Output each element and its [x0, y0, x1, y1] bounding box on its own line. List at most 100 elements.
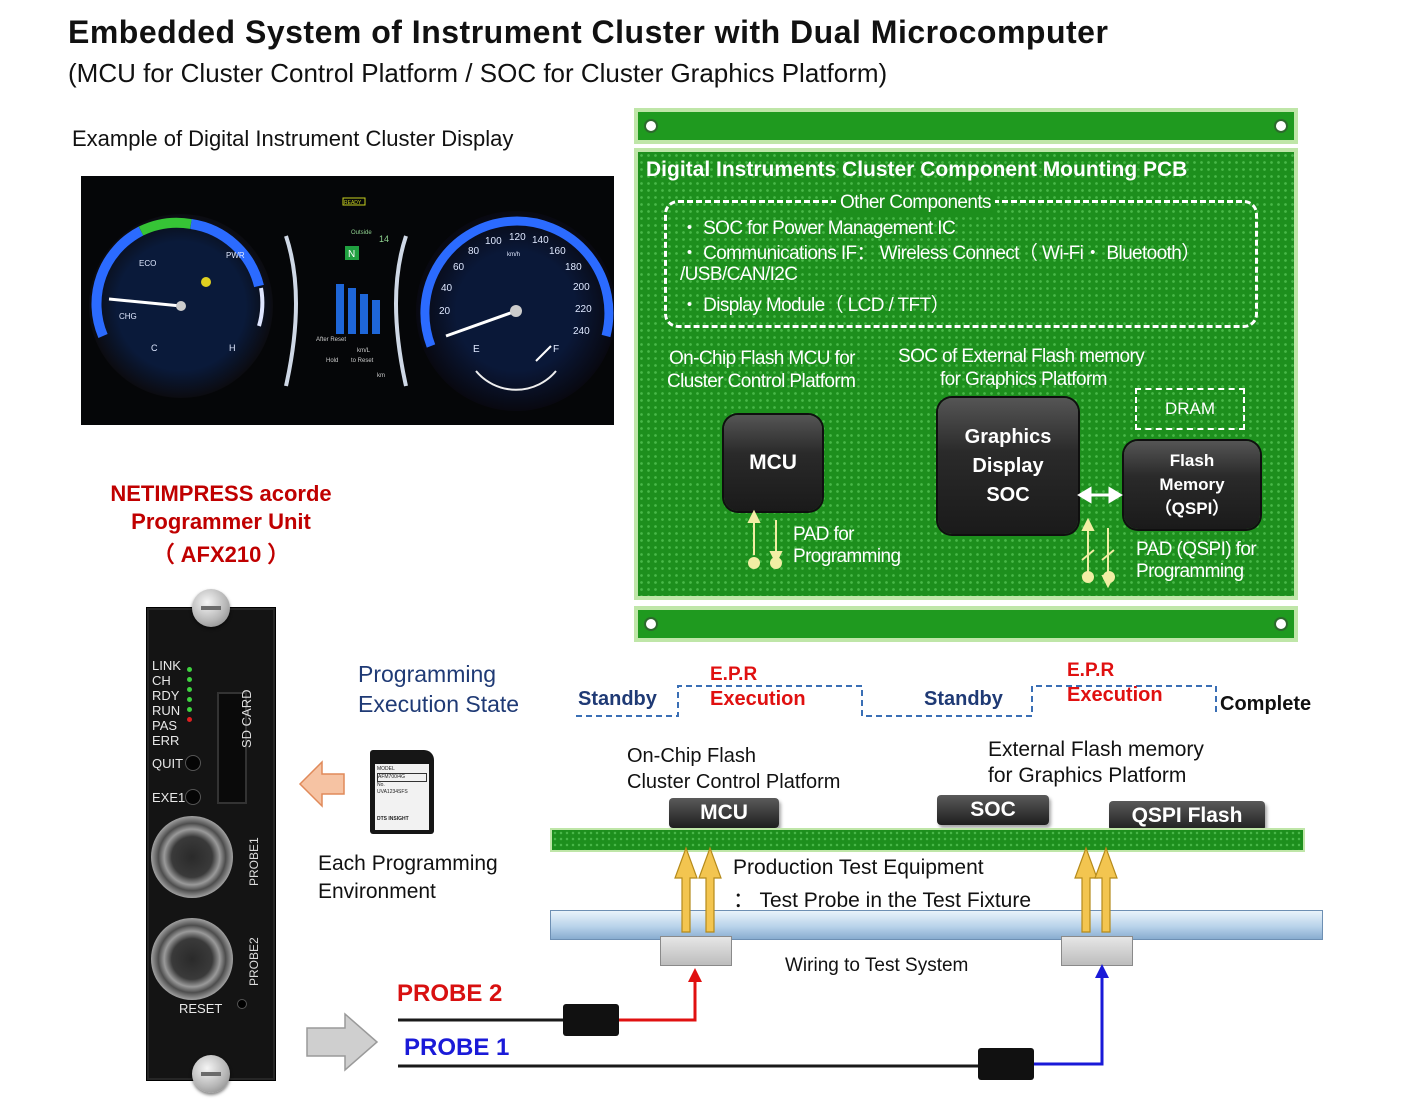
state-complete: Complete: [1220, 693, 1312, 715]
qspi-programming-pad: [1103, 571, 1115, 583]
led-label-err: ERR: [152, 733, 180, 748]
dram-box: DRAM: [1135, 388, 1245, 430]
env-label-1: Each Programming: [318, 852, 498, 875]
sd-card-slot: [217, 692, 247, 804]
test-soc-label-1: External Flash memory: [988, 738, 1204, 761]
mcu-caption-1: On-Chip Flash MCU for: [669, 348, 855, 369]
test-mcu-label-1: On-Chip Flash: [627, 745, 756, 767]
programmer-title-2: Programmer Unit: [131, 509, 311, 534]
mount-hole: [1274, 617, 1288, 631]
speed-tick-140: 140: [532, 235, 549, 246]
test-fixture-plate: [550, 910, 1323, 940]
status-leds: [187, 662, 192, 727]
cluster-ready-label: READY: [344, 200, 362, 206]
cluster-chg-label: CHG: [119, 312, 137, 321]
test-mcu-label-2: Cluster Control Platform: [627, 771, 841, 793]
state-label-1: Programming: [358, 661, 497, 687]
page-subtitle: (MCU for Cluster Control Platform / SOC …: [68, 58, 888, 88]
sd-serial: UVA1234SFS: [377, 789, 408, 795]
other-components-label: Other Components: [836, 192, 995, 214]
exe1-button[interactable]: [185, 789, 201, 805]
probe1-connector[interactable]: [151, 816, 233, 898]
other-line-2: ・ Communications IF： Wireless Connect（ W…: [680, 243, 1200, 264]
sd-card: MODEL AFM700/4G No. UVA1234SFS DTS INSIG…: [370, 750, 434, 834]
other-line-1: ・ SOC for Power Management IC: [680, 218, 956, 239]
speed-tick-200: 200: [573, 282, 590, 293]
flash-line-2: Memory: [1159, 475, 1225, 494]
programming-pad: [748, 557, 760, 569]
sd-no-label: No.: [377, 782, 385, 788]
programmer-unit: LINK CH RDY RUN PAS ERR SD CARD QUIT EXE…: [146, 589, 276, 1093]
led-label-ch: CH: [152, 673, 171, 688]
test-probe-arrows: [674, 846, 1118, 933]
insert-arrow: [298, 760, 345, 808]
equipment-label-2: ： Test Probe in the Test Fixture: [733, 889, 1032, 912]
thumb-screw-bottom: [192, 1055, 230, 1093]
status-led-link: [187, 667, 192, 672]
cluster-h-label: H: [229, 343, 236, 353]
gds-line-2: Display: [972, 454, 1044, 477]
cluster-gear-label: N: [348, 249, 355, 260]
state-label-2: Execution State: [358, 691, 520, 717]
probe2-connector[interactable]: [151, 918, 233, 1000]
qspi-programming-pad: [1082, 571, 1094, 583]
pcb-mcu-chip-label: MCU: [749, 451, 797, 474]
led-label-link: LINK: [152, 658, 181, 673]
other-line-4: ・ Display Module（ LCD / TFT）: [680, 295, 950, 316]
sd-model-value: AFM700/4G: [377, 773, 427, 782]
test-soc-chip: SOC: [937, 795, 1049, 825]
speed-tick-20: 20: [439, 306, 451, 317]
pcb-title: Digital Instruments Cluster Component Mo…: [646, 158, 1188, 181]
equipment-label-1: Production Test Equipment: [733, 856, 984, 879]
pad-mcu-caption-2: Programming: [793, 546, 901, 567]
sd-model-label: MODEL: [377, 766, 395, 772]
speed-unit: km/h: [507, 252, 520, 258]
other-line-3: /USB/CAN/I2C: [680, 264, 798, 285]
mount-hole: [644, 119, 658, 133]
led-labels: LINK CH RDY RUN PAS ERR: [152, 658, 181, 748]
sd-card-sticker: MODEL AFM700/4G No. UVA1234SFS DTS INSIG…: [375, 764, 429, 830]
pcb-graphics-soc-chip: Graphics Display SOC: [938, 398, 1078, 534]
pcb-top-strip: [634, 108, 1298, 144]
state-standby-1: Standby: [578, 688, 657, 710]
gds-line-1: Graphics: [964, 425, 1052, 448]
pad-qspi-caption-2: Programming: [1136, 561, 1244, 582]
cluster-outside-label: Outside: [351, 230, 372, 236]
test-mcu-chip: MCU: [669, 798, 779, 828]
pcb-mcu-chip: MCU: [724, 415, 822, 511]
status-led-ch: [187, 677, 192, 682]
probe1-port-label: PROBE1: [247, 837, 261, 886]
status-led-rdy: [187, 687, 192, 692]
speed-tick-160: 160: [549, 246, 566, 257]
reset-button[interactable]: [237, 999, 247, 1009]
state-standby-2: Standby: [924, 688, 1003, 710]
pad-mcu-caption-1: PAD for: [793, 524, 855, 545]
quit-label: QUIT: [152, 756, 184, 771]
cluster-c-label: C: [151, 343, 158, 353]
reset-label: RESET: [179, 1001, 223, 1016]
cluster-display-image: ECO PWR CHG C H READY Outside 14 N After…: [81, 176, 614, 425]
mount-hole: [644, 617, 658, 631]
state-epr-1: E.P.R: [710, 664, 758, 685]
flash-line-1: Flash: [1169, 451, 1215, 470]
status-led-pas: [187, 707, 192, 712]
quit-button[interactable]: [185, 755, 201, 771]
test-soc-label-2: for Graphics Platform: [988, 764, 1187, 787]
speed-tick-220: 220: [575, 304, 592, 315]
led-label-rdy: RDY: [152, 688, 180, 703]
probe2-label: PROBE 2: [397, 980, 503, 1007]
probe-wiring: [398, 964, 1109, 1080]
state-execution-2: Execution: [1067, 684, 1163, 706]
sd-card-label: SD CARD: [239, 689, 254, 748]
speed-tick-60: 60: [453, 262, 465, 273]
speed-tick-240: 240: [573, 326, 590, 337]
exe1-label: EXE1: [152, 790, 186, 805]
speed-tick-40: 40: [441, 283, 453, 294]
page-title: Embedded System of Instrument Cluster wi…: [68, 14, 1109, 50]
led-label-pas: PAS: [152, 718, 178, 733]
test-qspi-chip: QSPI Flash: [1109, 801, 1265, 831]
status-led-run: [187, 697, 192, 702]
soc-caption-2: for Graphics Platform: [940, 369, 1108, 390]
cluster-pwr-label: PWR: [226, 251, 245, 260]
fuel-e-label: E: [473, 344, 480, 355]
